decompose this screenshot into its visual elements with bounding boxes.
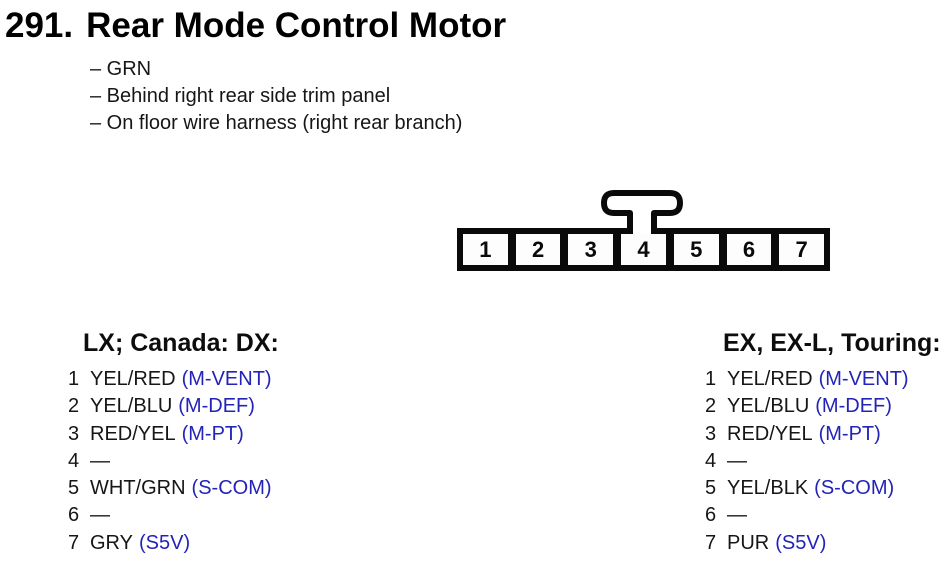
pin-number: 6 — [705, 504, 717, 527]
connector-pin-cell: 7 — [771, 234, 825, 265]
pin-number: 3 — [705, 422, 717, 445]
wire-color: WHT/GRN — [90, 477, 186, 500]
column-header-ex-touring: EX, EX-L, Touring: — [723, 329, 941, 357]
pinout-row: 6— — [68, 502, 272, 529]
connector-pin-number: 1 — [479, 236, 492, 262]
pin-number: 4 — [705, 449, 717, 472]
connector-pin-cell: 5 — [665, 234, 719, 265]
connector-pin-number: 3 — [584, 236, 597, 262]
section-title-text: Rear Mode Control Motor — [86, 6, 507, 45]
signal-name: (M-DEF) — [815, 395, 892, 418]
connector-pin-number: 2 — [531, 236, 545, 262]
pin-number: 1 — [705, 368, 717, 390]
note-line: – Behind right rear side trim panel — [90, 85, 391, 107]
signal-name: (M-VENT) — [818, 368, 909, 390]
pinout-row: 4— — [68, 448, 272, 475]
pinout-list-ex-touring: 1 YEL/RED(M-VENT) 2 YEL/BLU(M-DEF) 3 RED/YE… — [705, 366, 909, 557]
pinout-row: 2 YEL/BLU(M-DEF) — [68, 393, 272, 420]
pinout-row: 7 GRY(S5V) — [68, 530, 272, 557]
pinout-row: 3 RED/YEL(M-PT) — [68, 421, 272, 448]
connector-pin-number: 5 — [690, 236, 703, 262]
wire-color: PUR — [727, 531, 770, 554]
pinout-row: 6— — [705, 502, 909, 529]
connector-pin-cell: 6 — [718, 234, 772, 265]
connector-pin-number: 4 — [637, 236, 650, 262]
pin-number: 7 — [68, 531, 80, 554]
pin-number: 2 — [68, 395, 80, 418]
section-number: 291. — [5, 6, 74, 45]
note-line: – On floor wire harness (right rear bran… — [90, 112, 463, 134]
pin-number: 3 — [68, 422, 80, 445]
connector-pin-number: 7 — [795, 236, 808, 262]
pin-number: 2 — [705, 395, 717, 418]
pin-number: 1 — [68, 368, 80, 390]
wire-color: — — [90, 449, 110, 472]
pinout-row: 5 WHT/GRN(S-COM) — [68, 475, 272, 502]
column-header-lx-dx: LX; Canada: DX: — [83, 329, 279, 357]
wire-color: RED/YEL — [727, 422, 813, 445]
signal-name: (S5V) — [138, 531, 191, 554]
connector-latch-icon — [601, 190, 683, 234]
signal-name: (S5V) — [775, 531, 827, 554]
pin-number: 5 — [705, 477, 717, 500]
signal-name: (M-VENT) — [181, 368, 272, 390]
signal-name: (M-DEF) — [178, 395, 255, 418]
note-line: – GRN — [90, 58, 152, 80]
pin-number: 4 — [68, 449, 80, 472]
signal-name: (S-COM) — [814, 477, 895, 500]
wire-color: YEL/BLK — [727, 477, 809, 500]
connector-pin-cell: 2 — [507, 234, 561, 265]
wire-color: — — [727, 449, 747, 472]
wire-color: YEL/RED — [90, 368, 176, 390]
signal-name: (M-PT) — [181, 422, 244, 445]
pin-number: 5 — [68, 477, 80, 500]
wire-color: — — [90, 504, 110, 527]
signal-name: (S-COM) — [191, 477, 272, 500]
pinout-row: 3 RED/YEL(M-PT) — [705, 421, 909, 448]
pinout-row: 5 YEL/BLK(S-COM) — [705, 475, 909, 502]
wire-color: RED/YEL — [90, 422, 176, 445]
pinout-row: 2 YEL/BLU(M-DEF) — [705, 393, 909, 420]
wire-color: YEL/RED — [727, 368, 813, 390]
pin-number: 7 — [705, 531, 717, 554]
wire-color: — — [727, 504, 747, 527]
notes-list: – GRN – Behind right rear side trim pane… — [90, 56, 462, 137]
pinout-row: 1 YEL/RED(M-VENT) — [705, 366, 909, 393]
pin-number: 6 — [68, 504, 80, 527]
pinout-row: 1 YEL/RED(M-VENT) — [68, 366, 272, 393]
connector-pin-number: 6 — [742, 236, 756, 262]
connector-pin-cell: 3 — [560, 234, 614, 265]
pinout-row: 7 PUR(S5V) — [705, 530, 909, 557]
wire-color: YEL/BLU — [90, 395, 173, 418]
page-title: 291. Rear Mode Control Motor — [5, 6, 506, 46]
connector-pin-cell: 1 — [463, 234, 508, 265]
pinout-list-lx-dx: 1 YEL/RED(M-VENT) 2 YEL/BLU(M-DEF) 3 RED/YE… — [68, 366, 272, 557]
connector-pin-cell: 4 — [613, 234, 666, 265]
signal-name: (M-PT) — [818, 422, 881, 445]
wire-color: YEL/BLU — [727, 395, 810, 418]
wire-color: GRY — [90, 531, 133, 554]
pinout-row: 4— — [705, 448, 909, 475]
